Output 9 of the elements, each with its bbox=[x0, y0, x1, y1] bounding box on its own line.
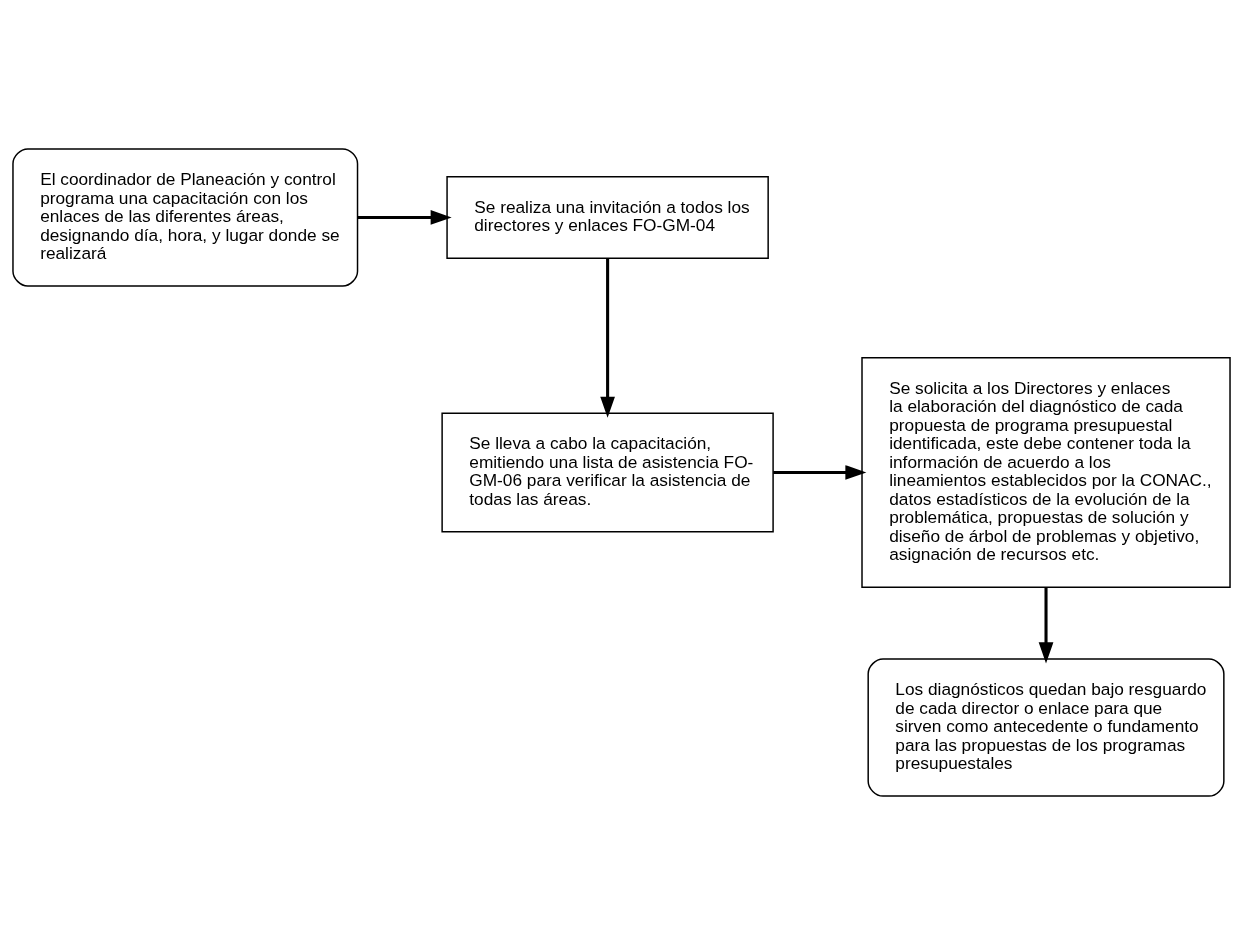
arrow bbox=[357, 210, 452, 225]
node-box: El coordinador de Planeación y control programa una capacitación con los enlaces de las diferentes áreas, designando día, hora, y lugar donde se realizará bbox=[12, 148, 359, 287]
arrow bbox=[773, 465, 867, 480]
arrow bbox=[1038, 587, 1054, 664]
node-box: Los diagnósticos quedan bajo resguardo de cada director o enlace para que sirven como antecedente o fundamento para las propuestas de los programas presupuestales bbox=[867, 658, 1225, 797]
node-box: Se realiza una invitación a todos los directores y enlaces FO-GM-04 bbox=[446, 176, 769, 259]
node-box: Se lleva a cabo la capacitación, emitiendo una lista de asistencia FO-GM-06 para verificar la asistencia de todas las áreas. bbox=[441, 412, 774, 533]
node-box: Se solicita a los Directores y enlaces la elaboración del diagnóstico de cada propuesta de programa presupuestal identificada, este debe contener toda la información de acuerdo a los lineamientos establecidos por la CONAC., datos estadísticos de la evolución de la problemática, propuestas de solución y diseño de árbol de problemas y objetivo, asignación de recursos etc. bbox=[861, 356, 1231, 589]
arrow bbox=[600, 258, 615, 418]
